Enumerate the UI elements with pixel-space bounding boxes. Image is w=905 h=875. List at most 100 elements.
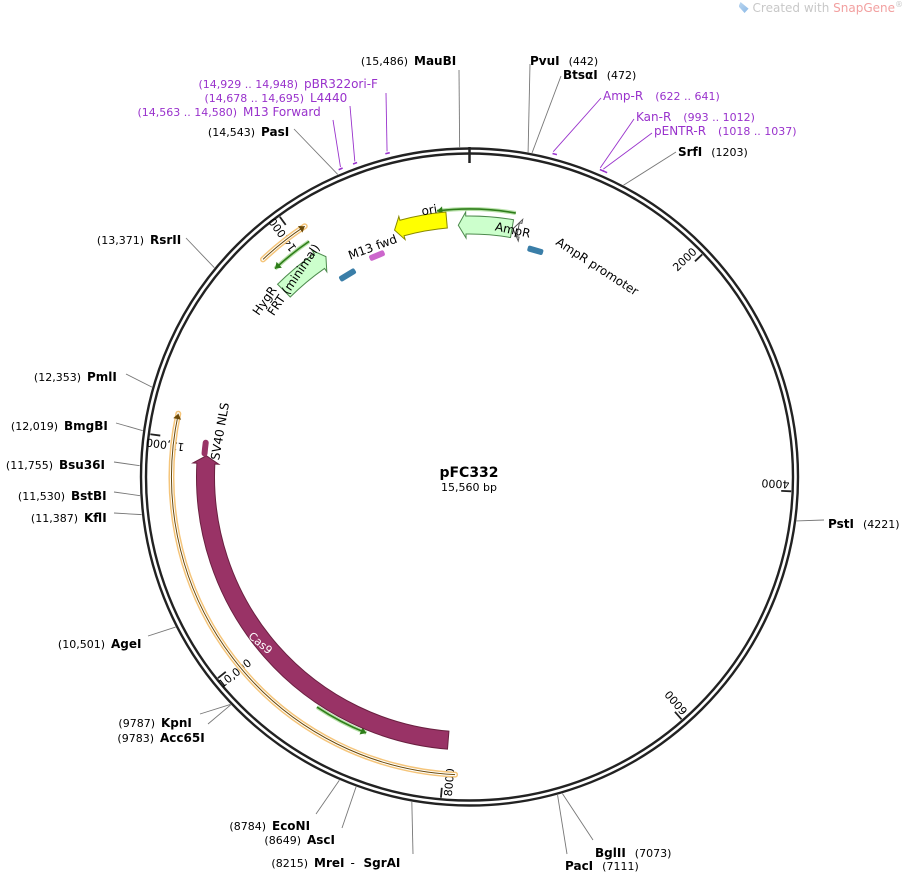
primer-range: (993 .. 1012) bbox=[683, 111, 755, 124]
primer-name: pENTR-R bbox=[654, 124, 706, 138]
site-name: PacI bbox=[565, 859, 593, 873]
site-name: Bsu36I bbox=[59, 458, 105, 472]
watermark-brand: SnapGene bbox=[833, 1, 895, 15]
primer-range: (622 .. 641) bbox=[655, 90, 720, 103]
site-connector bbox=[531, 75, 562, 154]
site-connector bbox=[185, 237, 215, 269]
snapgene-logo-icon bbox=[738, 2, 749, 13]
site-connector bbox=[293, 128, 339, 175]
site-position: (9787) bbox=[118, 717, 155, 730]
primer-group: Amp-R(622 .. 641)Kan-R(993 .. 1012)pENTR… bbox=[137, 77, 797, 174]
site-position: (11,530) bbox=[18, 490, 65, 503]
site-name: AgeI bbox=[111, 637, 141, 651]
site-connector bbox=[527, 63, 531, 153]
site-name: BstBI bbox=[71, 489, 107, 503]
site-connector bbox=[341, 786, 357, 829]
ampr-promoter-marker bbox=[527, 245, 544, 255]
backbone-group bbox=[139, 147, 800, 807]
site-name: PstI bbox=[828, 517, 854, 531]
tick-label: 6000 bbox=[662, 688, 690, 718]
site-connector bbox=[147, 626, 176, 637]
primer-connector bbox=[385, 92, 388, 152]
site-name: SrfI bbox=[678, 145, 702, 159]
site-separator: - bbox=[350, 856, 354, 870]
primer-range: (1018 .. 1037) bbox=[718, 125, 797, 138]
site-position: (13,371) bbox=[97, 234, 144, 247]
orf-cas9-arrowhead bbox=[173, 413, 182, 420]
tick-mark bbox=[694, 253, 703, 262]
site-connector bbox=[113, 461, 140, 467]
site-position: (4221) bbox=[863, 518, 900, 531]
cas9-feature bbox=[191, 455, 450, 750]
tick-mark bbox=[440, 787, 443, 798]
site-position: (472) bbox=[607, 69, 637, 82]
plasmid-name: pFC332 bbox=[439, 465, 498, 481]
site-name: BmgBI bbox=[64, 419, 108, 433]
site-position: (7073) bbox=[635, 847, 672, 860]
tick-label: 12,000 bbox=[145, 435, 185, 453]
tick-mark bbox=[674, 711, 683, 720]
site-connector bbox=[113, 512, 142, 516]
orf-cas9-line bbox=[171, 413, 456, 776]
site-name: BglII bbox=[595, 846, 626, 860]
orf-cas9-small-arrowhead bbox=[359, 727, 367, 735]
primer-mark bbox=[338, 167, 343, 171]
site-position: (442) bbox=[569, 55, 599, 68]
primer-range: (14,929 .. 14,948) bbox=[198, 78, 298, 91]
snapgene-watermark: Created with SnapGene® bbox=[738, 0, 903, 15]
site-connector bbox=[623, 151, 677, 186]
site-position: (10,501) bbox=[58, 638, 105, 651]
primer-name: pBR322ori-F bbox=[304, 77, 378, 91]
tick-mark bbox=[279, 216, 287, 226]
site-position: (1203) bbox=[711, 146, 748, 159]
site-position: (11,387) bbox=[31, 512, 78, 525]
site-connector bbox=[207, 704, 232, 725]
primer-mark bbox=[385, 151, 390, 155]
frt-marker bbox=[339, 268, 357, 282]
site-position: (12,019) bbox=[11, 420, 58, 433]
site-name: PmlI bbox=[87, 370, 117, 384]
site-position: (8784) bbox=[229, 820, 266, 833]
primer-range: (14,563 .. 14,580) bbox=[137, 106, 237, 119]
sv40-nls-feature bbox=[201, 439, 209, 457]
ampr-promoter-feature bbox=[512, 217, 524, 243]
site-position: (12,353) bbox=[34, 371, 81, 384]
site-name: AscI bbox=[307, 833, 335, 847]
site-connector bbox=[115, 422, 143, 432]
site-name: EcoNI bbox=[272, 819, 310, 833]
primer-mark bbox=[602, 170, 608, 174]
site-name: MauBI bbox=[414, 54, 456, 68]
primer-connector bbox=[349, 105, 356, 162]
site-connector bbox=[199, 704, 231, 715]
site-name: PvuI bbox=[530, 54, 560, 68]
primer-mark bbox=[552, 152, 558, 156]
m13-fwd-marker bbox=[369, 250, 385, 261]
site-position: (11,755) bbox=[6, 459, 53, 472]
primer-name: Kan-R bbox=[636, 110, 671, 124]
center-label-group: pFC332 15,560 bp bbox=[439, 465, 498, 494]
site-position: (8649) bbox=[264, 834, 301, 847]
tick-mark bbox=[217, 671, 227, 679]
site-position: (7111) bbox=[602, 860, 639, 873]
site-name: Acc65I bbox=[160, 731, 205, 745]
orf-hygr-outer-arrowhead bbox=[297, 226, 305, 233]
ampr-promoter-label: AmpR promoter bbox=[553, 235, 641, 299]
ampr-feature bbox=[457, 210, 515, 240]
site-name: KpnI bbox=[161, 716, 192, 730]
site-name: BtsαI bbox=[563, 68, 598, 82]
ori-feature bbox=[393, 211, 448, 242]
orf-hygr-arrowhead bbox=[275, 261, 282, 269]
watermark-prefix: Created with bbox=[752, 1, 834, 15]
site-connector bbox=[562, 793, 594, 841]
site-connector bbox=[458, 69, 461, 148]
site-position: (8215) bbox=[271, 857, 308, 870]
site-name: KflI bbox=[84, 511, 107, 525]
primer-connector bbox=[599, 118, 635, 169]
plasmid-length: 15,560 bp bbox=[441, 481, 497, 494]
ampr-label: AmpR bbox=[494, 220, 532, 241]
tick-mark bbox=[150, 433, 161, 437]
site-position: (14,543) bbox=[208, 126, 255, 139]
